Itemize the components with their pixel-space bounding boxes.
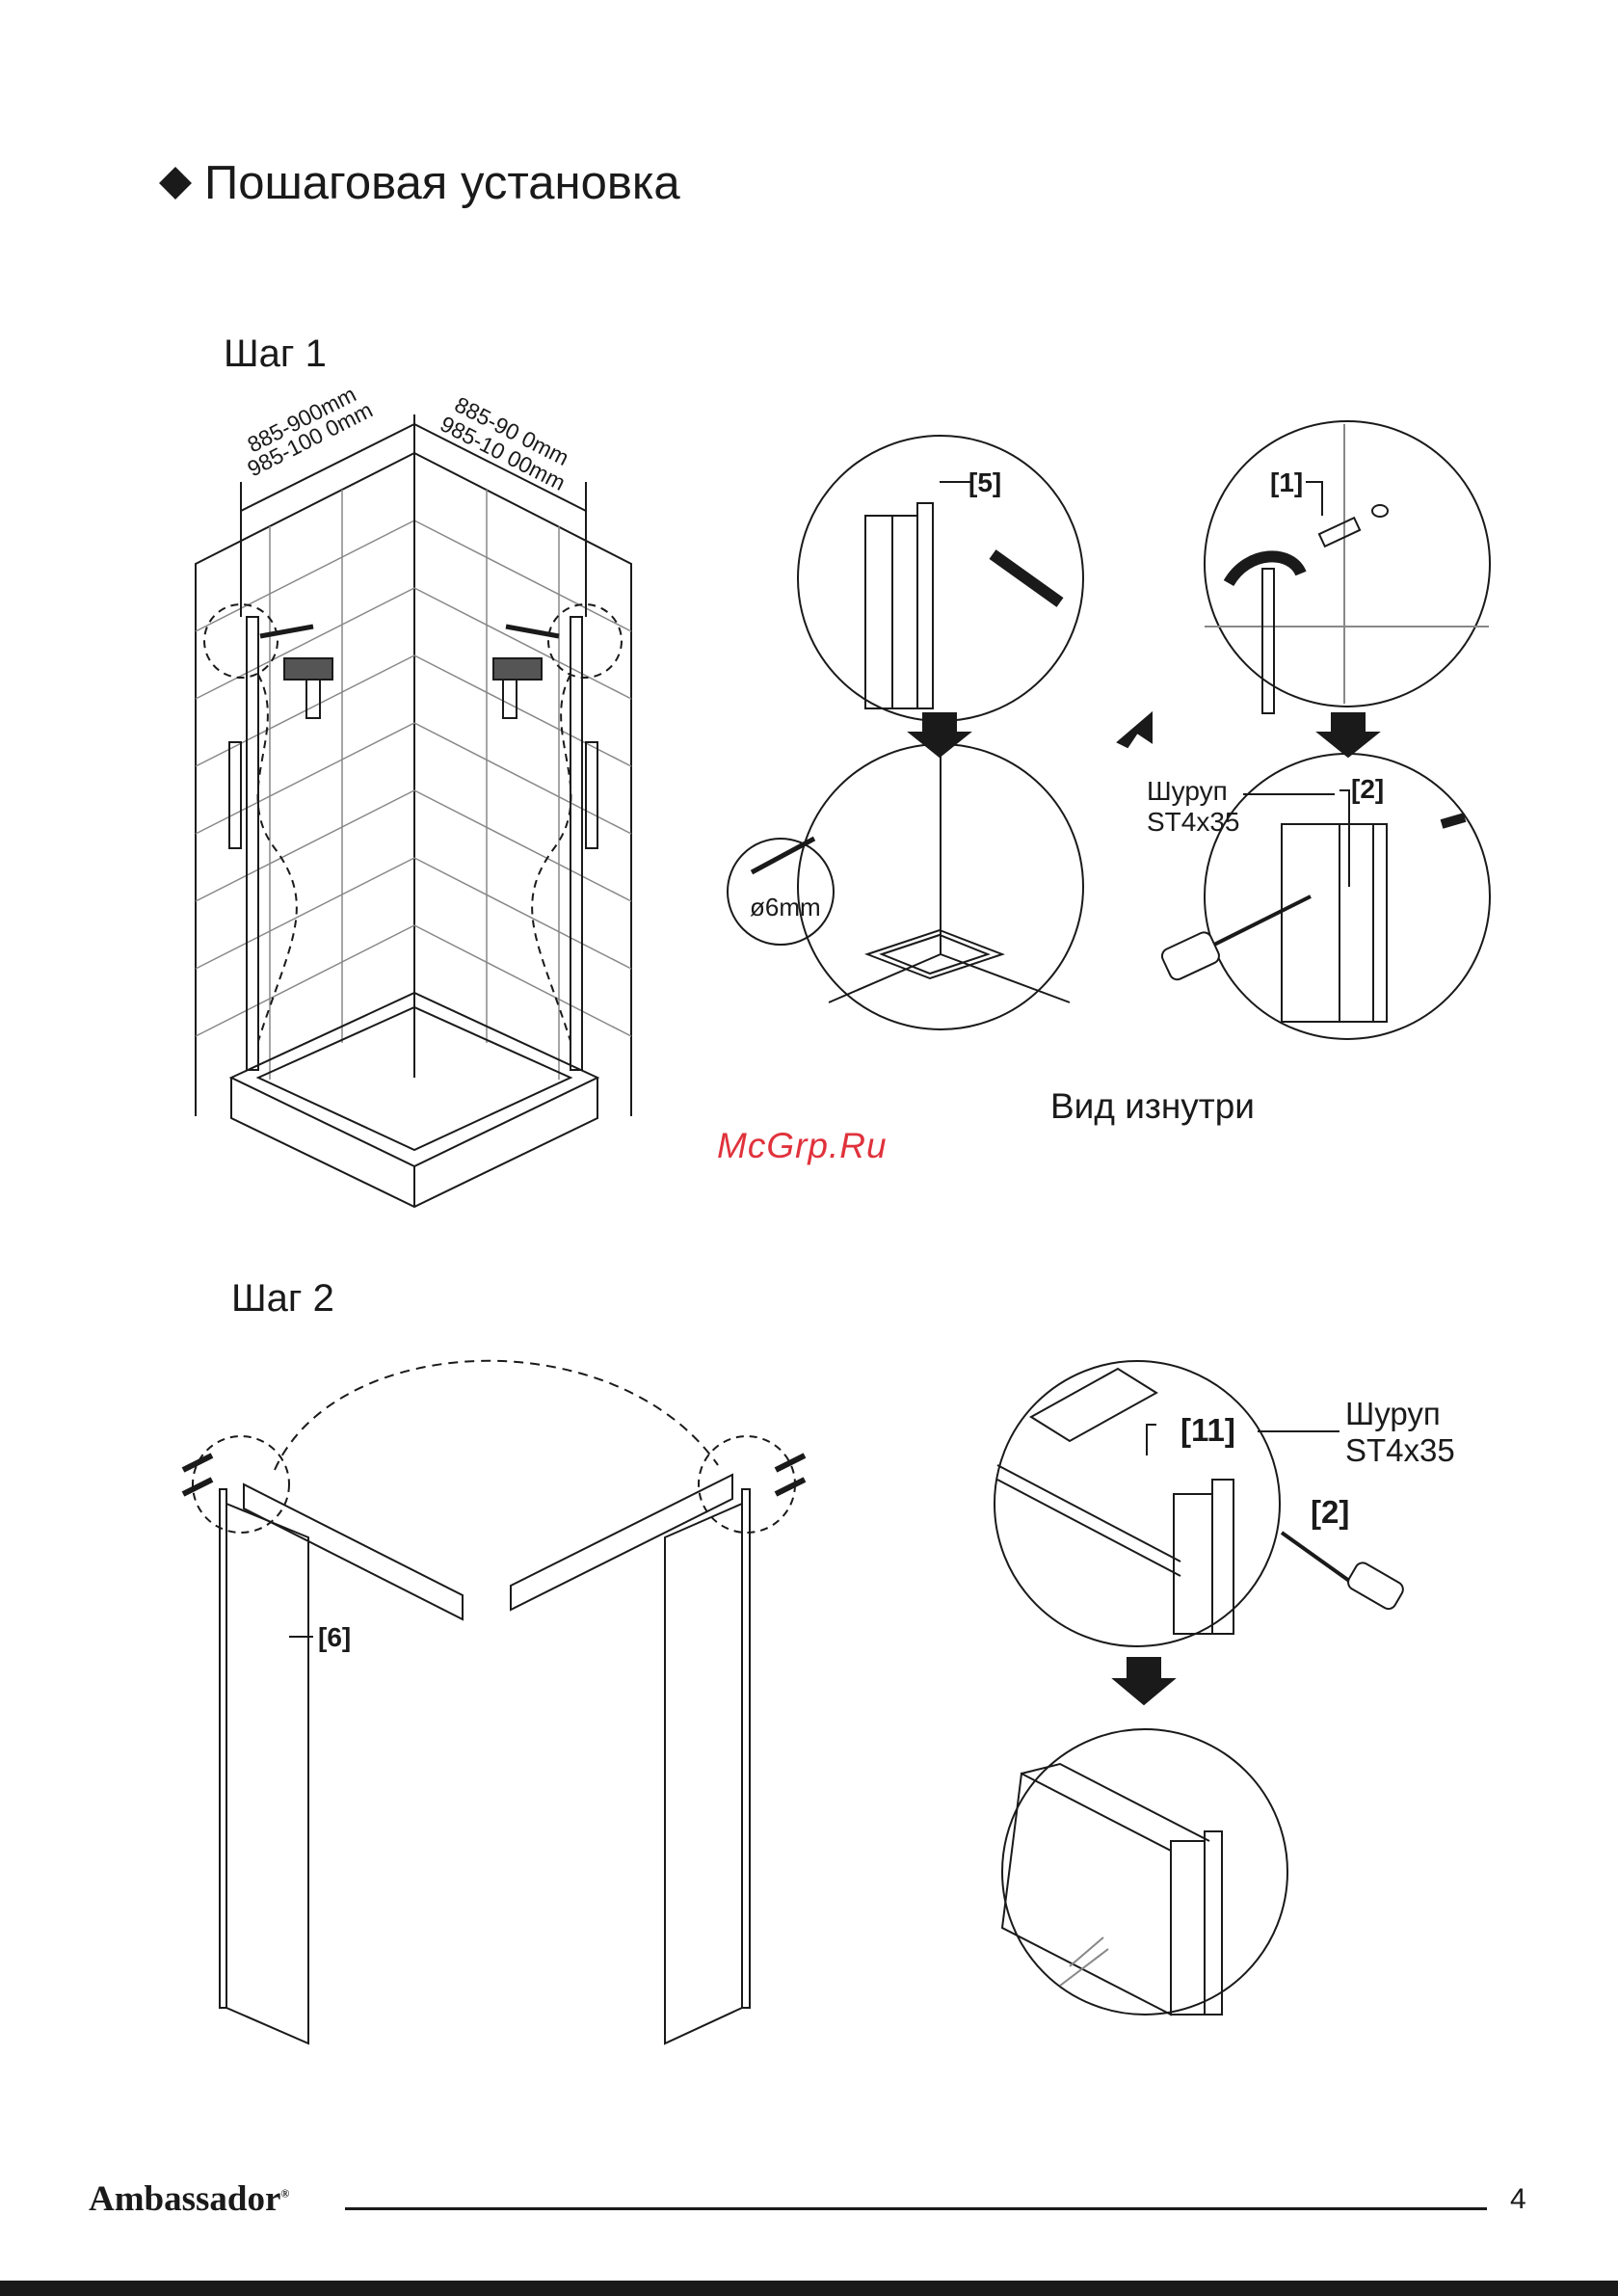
- label-part-1: [1]: [1270, 467, 1303, 497]
- page-number: 4: [1510, 2183, 1526, 2216]
- detail-dowel-hammer: [1205, 421, 1490, 713]
- detail-profile-marking: [798, 436, 1083, 721]
- registered-mark: ®: [280, 2187, 289, 2201]
- diagonal-arrow-icon: [1118, 713, 1152, 747]
- brand-logo: Ambassador®: [89, 2178, 289, 2220]
- step2-panels-drawing: [183, 1361, 805, 2043]
- bottom-band: [0, 2281, 1618, 2296]
- label-screw-size: ST4x35: [1147, 807, 1240, 837]
- label-inside-view: Вид изнутри: [1050, 1086, 1255, 1126]
- label-part-11: [11]: [1180, 1412, 1235, 1448]
- down-arrow-icon: [1318, 713, 1378, 757]
- step2-detail-result: [1002, 1729, 1287, 2015]
- label-screw-name-step2: Шуруп: [1345, 1396, 1441, 1431]
- label-screw-size-step2: ST4x35: [1345, 1432, 1455, 1468]
- footer-rule: [345, 2207, 1487, 2210]
- watermark: McGrp.Ru: [717, 1126, 888, 1166]
- enclosure-corner-drawing: [196, 414, 631, 1207]
- label-part-6: [6]: [318, 1622, 351, 1652]
- detail-wall-drilling: [728, 744, 1083, 1029]
- label-screw-name: Шуруп: [1147, 776, 1228, 806]
- label-part-2: [2]: [1351, 774, 1384, 804]
- down-arrow-icon: [1114, 1658, 1174, 1704]
- brand-name: Ambassador: [89, 2179, 280, 2219]
- label-part-2-step2: [2]: [1311, 1494, 1349, 1530]
- label-part-5: [5]: [968, 467, 1001, 497]
- label-drill-diameter: ø6mm: [750, 893, 821, 921]
